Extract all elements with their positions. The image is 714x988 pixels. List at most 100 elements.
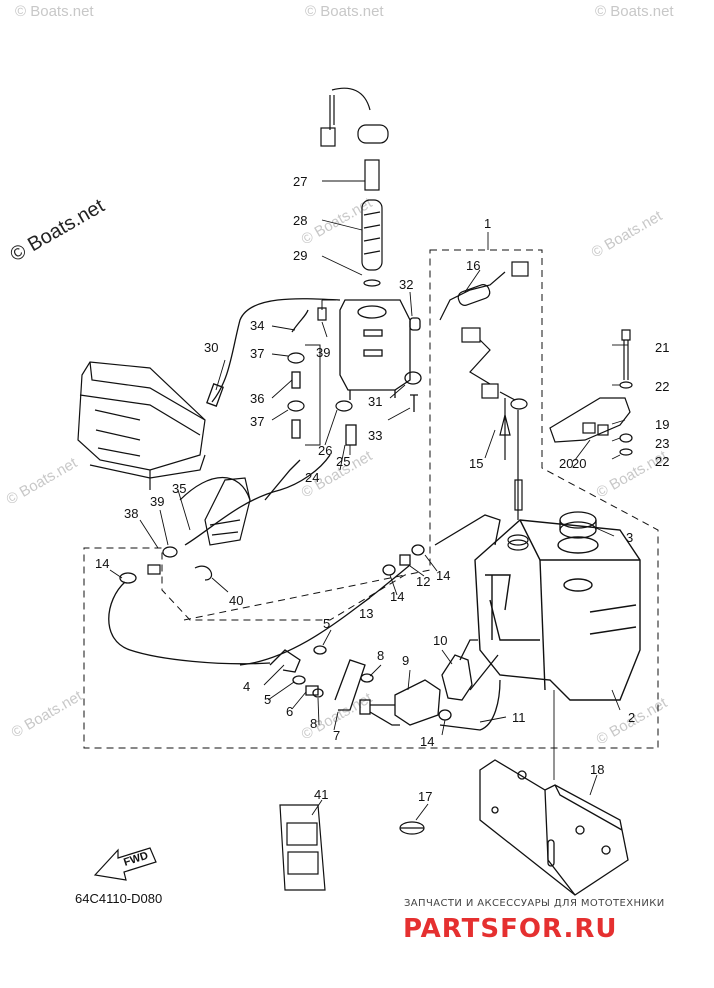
washer-22-lower <box>619 448 633 456</box>
callout-28: 28 <box>293 213 307 228</box>
callout-21: 21 <box>655 340 669 355</box>
clip-14-lower <box>438 709 452 721</box>
callout-7: 7 <box>333 728 340 743</box>
sensor-27 <box>364 159 380 191</box>
sensor-connector <box>320 127 336 147</box>
callout-35: 35 <box>172 481 186 496</box>
clip-14-right <box>411 544 425 556</box>
callout-14: 14 <box>420 734 434 749</box>
callout-36: 36 <box>250 391 264 406</box>
leader-lines <box>109 180 628 821</box>
callout-20: 20 <box>559 456 573 471</box>
sensor-lead <box>331 87 371 111</box>
callout-4: 4 <box>243 679 250 694</box>
hose-to-carb <box>264 459 301 501</box>
fitting-6 <box>305 685 319 696</box>
group-boundaries <box>83 249 659 749</box>
hose-11 <box>439 679 501 731</box>
clip-39-upper <box>317 307 327 321</box>
shop-logo: PARTSFOR.RU <box>403 914 617 944</box>
callout-39: 39 <box>316 345 330 360</box>
hose-14-left <box>108 581 271 665</box>
hose-tank-return <box>434 514 501 546</box>
callout-29: 29 <box>293 248 307 263</box>
callout-38: 38 <box>124 506 138 521</box>
callout-40: 40 <box>229 593 243 608</box>
level-sensor-assembly <box>320 87 389 287</box>
hose-4 <box>269 649 301 673</box>
hose-34 <box>291 309 309 333</box>
clip-8-upper <box>360 673 374 683</box>
callout-26: 26 <box>318 443 332 458</box>
joint-36 <box>291 371 301 389</box>
fwd-arrow: FWD <box>93 847 157 881</box>
callout-8: 8 <box>377 648 384 663</box>
tank-bracket-18 <box>479 759 629 896</box>
callout-5: 5 <box>264 692 271 707</box>
callout-9: 9 <box>402 653 409 668</box>
callout-13: 13 <box>359 606 373 621</box>
clip-26 <box>335 400 353 412</box>
pump-9 <box>394 679 441 726</box>
washer-31 <box>404 371 422 385</box>
connector-harness <box>461 327 481 343</box>
washer-22-upper <box>619 381 633 389</box>
hose-assembly-upper <box>184 298 357 546</box>
clip-39-lower <box>162 546 178 558</box>
callout-8: 8 <box>310 716 317 731</box>
clip-40 <box>194 565 213 581</box>
hose-30 <box>211 298 341 403</box>
clip-8-lower <box>312 688 324 698</box>
caution-label-41 <box>279 804 326 891</box>
callout-25: 25 <box>336 454 350 469</box>
washer-23 <box>619 433 633 443</box>
fitting-38 <box>147 564 161 575</box>
bolt-33 <box>410 394 418 412</box>
watermark-main: © Boats.net <box>7 195 109 267</box>
watermark: © Boats.net <box>4 454 81 508</box>
callout-numbers: 1 2 3 4 5 5 6 7 8 8 9 10 11 12 13 14 14 … <box>95 174 669 804</box>
sleeve-30 <box>206 383 224 407</box>
oil-pump-assembly <box>108 514 501 731</box>
callout-33: 33 <box>368 428 382 443</box>
tank-filler-neck <box>557 536 599 554</box>
diagram-code: 64C4110-D080 <box>75 891 162 906</box>
pad-20 <box>582 422 596 434</box>
clip-5-lower <box>292 675 306 685</box>
cap-3 <box>559 511 597 539</box>
fitting-12 <box>399 554 411 566</box>
callout-19: 19 <box>655 417 669 432</box>
callout-14: 14 <box>436 568 450 583</box>
bolt-21 <box>621 329 631 380</box>
filter-28 <box>361 199 383 271</box>
callout-37: 37 <box>250 346 264 361</box>
watermark: © Boats.net <box>305 3 384 20</box>
callout-23: 23 <box>655 436 669 451</box>
sensor-probe-15 <box>499 414 511 436</box>
boundary-group-1 <box>83 249 659 749</box>
watermark: © Boats.net <box>9 687 86 741</box>
callout-32: 32 <box>399 277 413 292</box>
hose-13 <box>239 564 411 666</box>
callout-11: 11 <box>512 710 526 725</box>
sensor-grommet <box>357 124 389 144</box>
callout-39: 39 <box>150 494 164 509</box>
callout-37: 37 <box>250 414 264 429</box>
callout-15: 15 <box>469 456 483 471</box>
grommet-32 <box>409 317 421 331</box>
watermark-layer: © Boats.net © Boats.net © Boats.net © Bo… <box>4 3 675 748</box>
clip-37-lower <box>287 400 305 412</box>
callout-41: 41 <box>314 787 328 802</box>
callout-6: 6 <box>286 704 293 719</box>
clips <box>147 307 353 581</box>
connector-15 <box>481 383 499 399</box>
boundary-bracket-24 <box>305 344 321 446</box>
grommet-tank <box>507 534 529 551</box>
joint-25 <box>345 424 357 446</box>
callout-1: 1 <box>484 216 491 231</box>
callout-16: 16 <box>466 258 480 273</box>
callout-31: 31 <box>368 394 382 409</box>
callout-14: 14 <box>390 589 404 604</box>
pad-20b <box>597 424 609 436</box>
filter-10 <box>441 654 473 701</box>
